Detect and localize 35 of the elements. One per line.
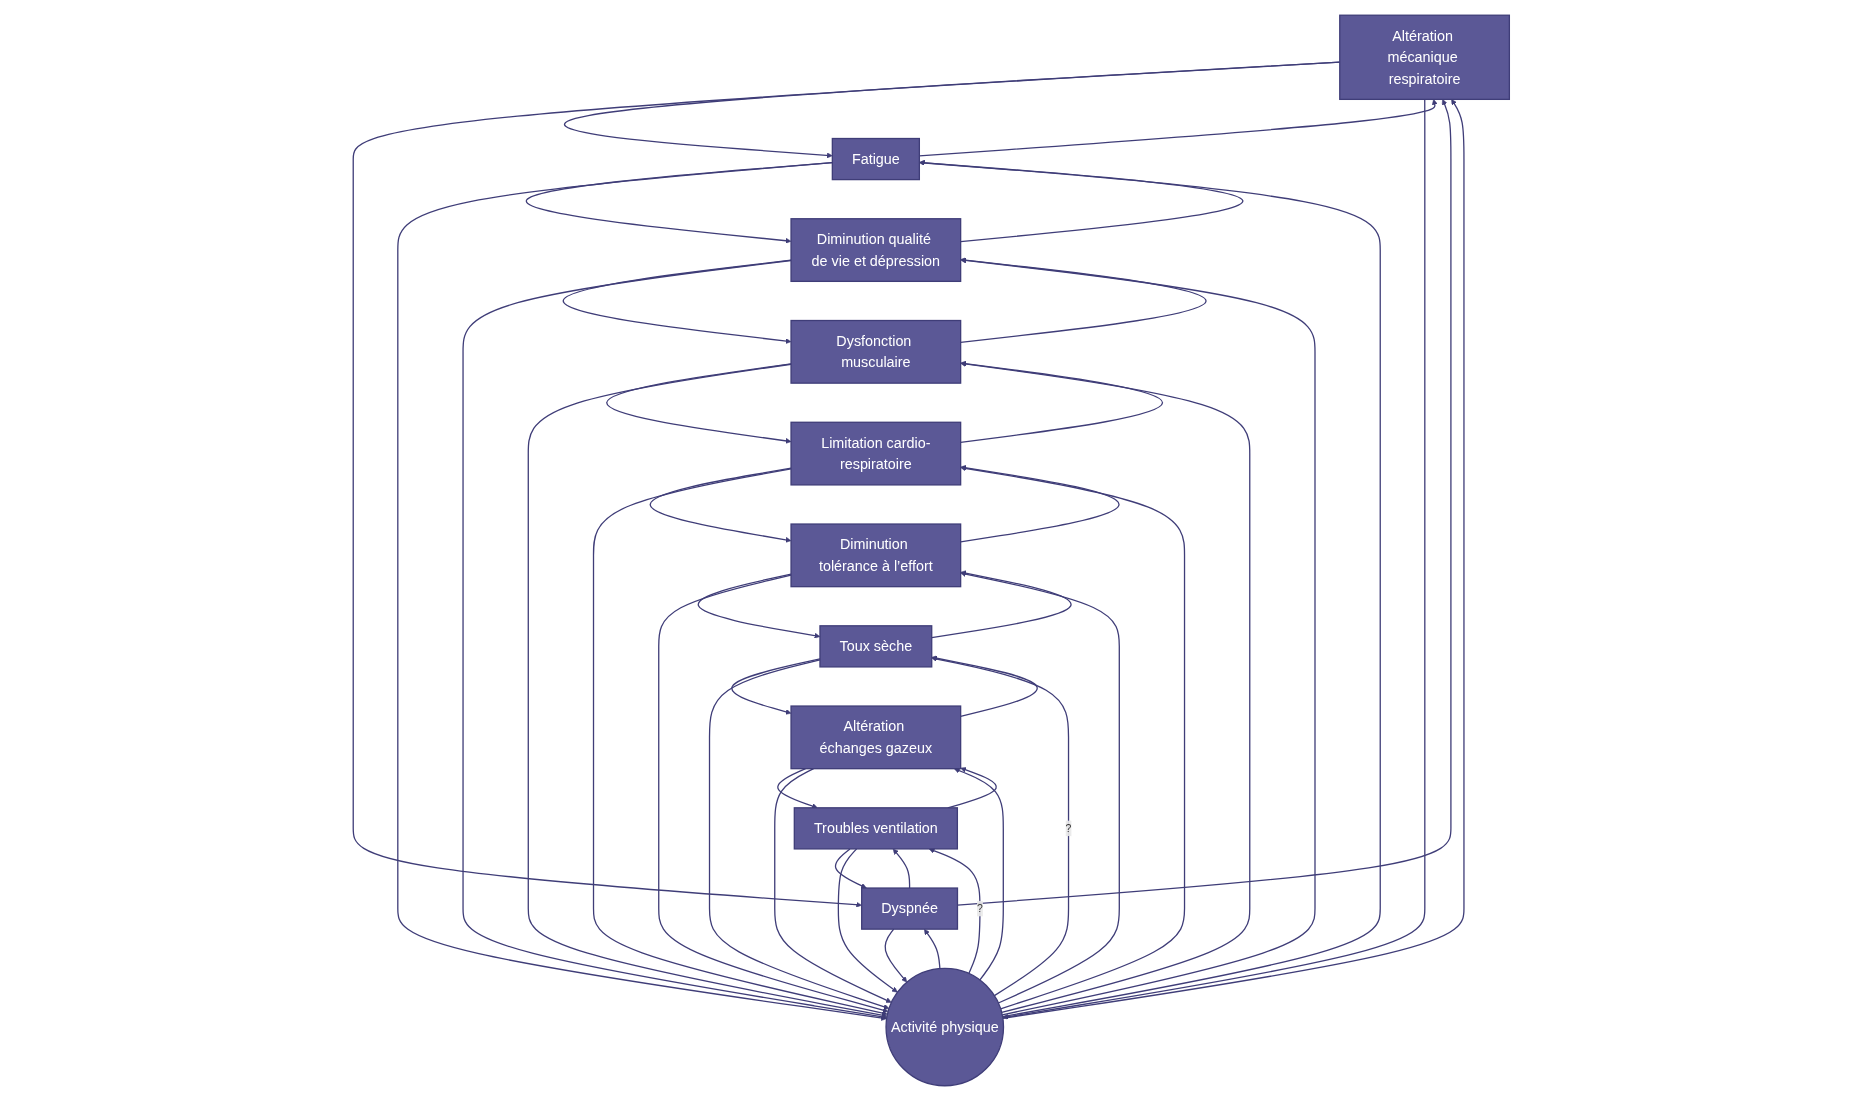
arrow: [657, 574, 889, 1013]
arrow: [960, 571, 1120, 1004]
node-box: Dysfonction musculaire: [790, 319, 961, 384]
node-circle: Activité physique: [885, 967, 1004, 1087]
node-box: Toux sèche: [819, 625, 933, 668]
node-box: Dyspnée: [860, 887, 958, 930]
arrow: [923, 928, 941, 970]
arrow: [592, 468, 888, 1016]
arrow: [776, 768, 818, 809]
arrow: [396, 162, 887, 1021]
arrow: [527, 363, 887, 1019]
arrow: [837, 848, 898, 993]
node-box: Diminution tolérance à l’effort: [790, 523, 961, 588]
arrow: [892, 848, 910, 889]
node-box: Troubles ventilation: [793, 807, 958, 850]
node-box: Altération mécanique respiratoire: [1338, 14, 1510, 101]
node-box: Fatigue: [831, 137, 920, 181]
arrow: [834, 848, 867, 889]
arrow: [462, 259, 887, 1020]
edge-label: ?: [1065, 822, 1072, 834]
arrow: [928, 848, 981, 975]
arrow: [960, 465, 1185, 1010]
node-box: Diminution qualité de vie et dépression: [790, 218, 961, 282]
arrow: [960, 361, 1251, 1014]
arrow: [960, 257, 1316, 1016]
arrow: [953, 767, 1004, 981]
arrow: [773, 768, 892, 1003]
arrow: [708, 659, 889, 1010]
edge-label: ?: [976, 902, 983, 914]
arrow: [884, 928, 907, 983]
node-box: Altération échanges gazeux: [790, 705, 961, 770]
arrow: [931, 655, 1038, 718]
node-box: Limitation cardio-respiratoire: [790, 421, 961, 486]
arrow: [697, 573, 820, 639]
arrow: [931, 656, 1069, 997]
